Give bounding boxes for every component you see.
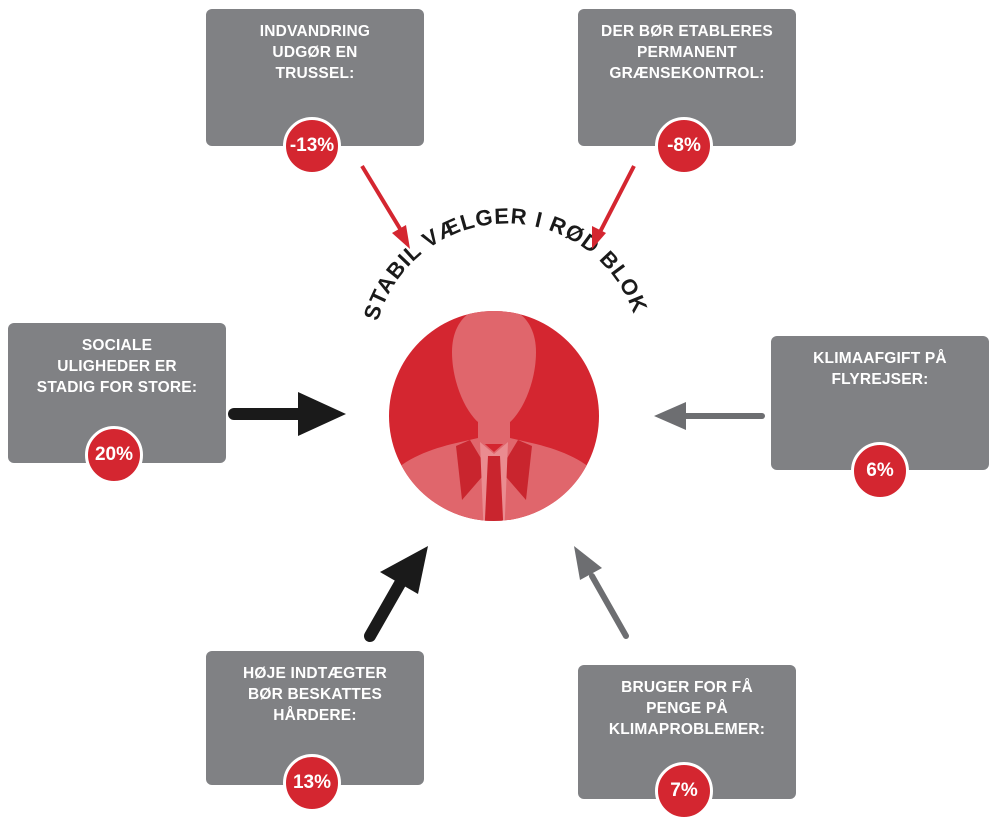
voter-figure (389, 311, 599, 521)
factor-box-flight-tax: KLIMAAFGIFT PÅ FLYREJSER: (771, 336, 989, 470)
arrow-factor-5 (364, 546, 428, 642)
factor-value-badge: 7% (655, 762, 713, 820)
factor-value-badge: -8% (655, 117, 713, 175)
center-title: STABIL VÆLGER I RØD BLOK (359, 203, 653, 323)
factor-value-badge: -13% (283, 117, 341, 175)
factor-box-high-income-tax: HØJE INDTÆGTER BØR BESKATTES HÅRDERE: (206, 651, 424, 785)
factor-label: BRUGER FOR FÅ PENGE PÅ KLIMAPROBLEMER: (608, 679, 766, 738)
factor-box-social-inequality: SOCIALE ULIGHEDER ER STADIG FOR STORE: (8, 323, 226, 463)
factor-label: HØJE INDTÆGTER BØR BESKATTES HÅRDERE: (242, 665, 388, 724)
person-silhouette-icon (389, 311, 599, 521)
arrow-factor-3 (228, 392, 346, 436)
factor-label: KLIMAAFGIFT PÅ FLYREJSER: (813, 350, 947, 388)
factor-label: SOCIALE ULIGHEDER ER STADIG FOR STORE: (36, 337, 198, 396)
factor-label: DER BØR ETABLERES PERMANENT GRÆNSEKONTRO… (601, 23, 773, 82)
arrow-factor-2 (592, 165, 636, 249)
factor-label: INDVANDRING UDGØR EN TRUSSEL: (259, 23, 371, 82)
factor-value-badge: 13% (283, 754, 341, 812)
arrow-factor-4 (654, 402, 765, 430)
arrow-factor-6 (574, 546, 629, 639)
factor-value-badge: 6% (851, 442, 909, 500)
arrow-factor-1 (360, 164, 410, 249)
factor-value-badge: 20% (85, 426, 143, 484)
